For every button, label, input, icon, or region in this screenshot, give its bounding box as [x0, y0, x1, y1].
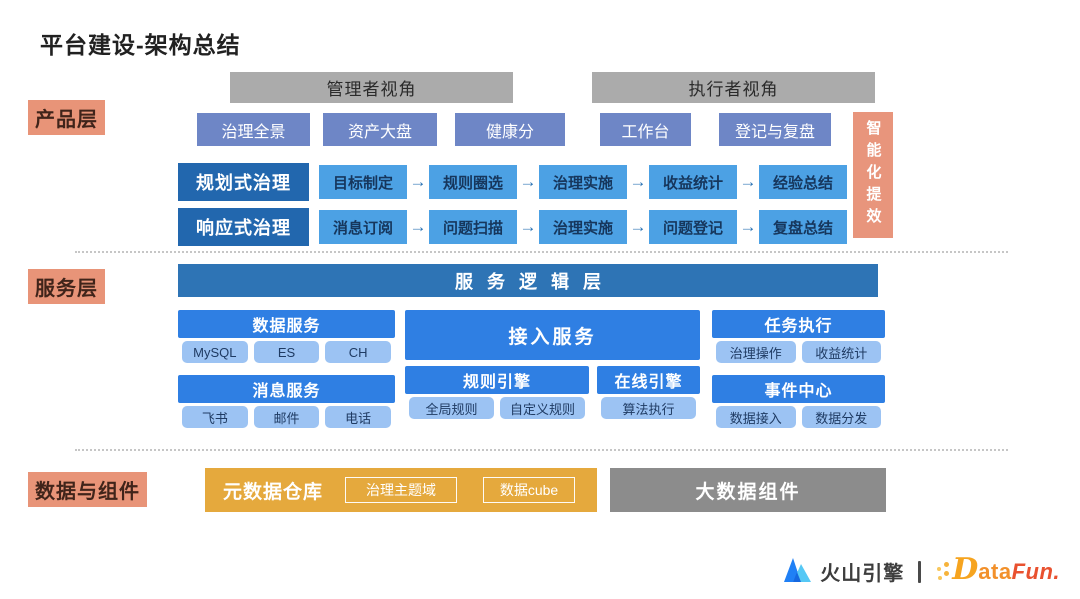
flow-step: 收益统计	[649, 165, 737, 199]
datafun-logo-text: Fun.	[1011, 559, 1060, 584]
arrow-right-icon: →	[739, 172, 757, 191]
service-logic-bar: 服务逻辑层	[178, 264, 878, 297]
chip-row: 飞书 邮件 电话	[178, 406, 395, 428]
group-data-service: 数据服务 MySQL ES CH	[178, 310, 395, 363]
services-column-middle: 接入服务 规则引擎 全局规则 自定义规则 在线引擎 算法执行	[405, 310, 700, 428]
chip-data-ingest: 数据接入	[716, 406, 796, 428]
chip-row: 算法执行	[597, 397, 700, 419]
group-title: 事件中心	[712, 375, 885, 403]
flow-step: 问题扫描	[429, 210, 517, 244]
group-access-service: 接入服务	[405, 310, 700, 360]
group-rule-engine: 规则引擎 全局规则 自定义规则	[405, 366, 589, 419]
arrow-right-icon: →	[629, 172, 647, 191]
group-task-execution: 任务执行 治理操作 收益统计	[712, 310, 885, 363]
perspective-manager: 管理者视角	[230, 72, 513, 103]
data-layer-label: 数据与组件	[28, 472, 147, 507]
chip-ch: CH	[325, 341, 392, 363]
flow-step: 复盘总结	[759, 210, 847, 244]
chip-mysql: MySQL	[182, 341, 248, 363]
arrow-right-icon: →	[409, 217, 427, 236]
chip-row: 数据接入 数据分发	[712, 406, 885, 428]
flow-step: 治理实施	[539, 165, 627, 199]
flow-planned-governance: 规划式治理 目标制定 → 规则圈选 → 治理实施 → 收益统计 → 经验总结	[178, 163, 847, 201]
arrow-right-icon: →	[739, 217, 757, 236]
group-title: 任务执行	[712, 310, 885, 338]
datafun-logo-text: ata	[978, 559, 1012, 584]
app-workbench: 工作台	[600, 113, 691, 146]
metadata-warehouse-box: 元数据仓库 治理主题域 数据cube	[205, 468, 597, 512]
chip-row: MySQL ES CH	[178, 341, 395, 363]
group-title: 消息服务	[178, 375, 395, 403]
divider	[75, 251, 1008, 253]
intelligent-efficiency-box: 智能化提效	[853, 112, 893, 238]
flow-step: 问题登记	[649, 210, 737, 244]
app-register-review: 登记与复盘	[719, 113, 831, 146]
chip-row: 全局规则 自定义规则	[405, 397, 589, 419]
chip-custom-rules: 自定义规则	[500, 397, 585, 419]
flow-step: 消息订阅	[319, 210, 407, 244]
group-event-center: 事件中心 数据接入 数据分发	[712, 375, 885, 428]
group-title: 数据服务	[178, 310, 395, 338]
chip-feishu: 飞书	[182, 406, 248, 428]
arrow-right-icon: →	[409, 172, 427, 191]
group-message-service: 消息服务 飞书 邮件 电话	[178, 375, 395, 428]
chip-row: 治理操作 收益统计	[712, 341, 885, 363]
datafun-dots-icon	[935, 560, 951, 584]
chip-email: 邮件	[253, 406, 320, 428]
arrow-right-icon: →	[519, 172, 537, 191]
chip-global-rules: 全局规则	[409, 397, 494, 419]
volcano-engine-icon	[783, 555, 813, 588]
metadata-warehouse-title: 元数据仓库	[223, 481, 324, 503]
flow-step: 经验总结	[759, 165, 847, 199]
app-health-score: 健康分	[455, 113, 565, 146]
flow-step: 治理实施	[539, 210, 627, 244]
chip-governance-ops: 治理操作	[716, 341, 796, 363]
chip-data-cube: 数据cube	[483, 477, 576, 503]
service-layer-label: 服务层	[28, 269, 105, 304]
flow-name-responsive: 响应式治理	[178, 208, 309, 246]
divider	[75, 449, 1008, 451]
flow-name-planned: 规划式治理	[178, 163, 309, 201]
chip-es: ES	[253, 341, 320, 363]
separator	[918, 560, 922, 583]
services-column-left: 数据服务 MySQL ES CH 消息服务 飞书 邮件 电话	[178, 310, 395, 428]
product-layer-label: 产品层	[28, 100, 105, 135]
arrow-right-icon: →	[629, 217, 647, 236]
group-title: 规则引擎	[405, 366, 589, 394]
app-governance-panorama: 治理全景	[197, 113, 310, 146]
perspective-executor: 执行者视角	[592, 72, 875, 103]
engine-row: 规则引擎 全局规则 自定义规则 在线引擎 算法执行	[405, 366, 700, 419]
flow-step: 规则圈选	[429, 165, 517, 199]
chip-algorithm-exec: 算法执行	[601, 397, 696, 419]
services-grid: 数据服务 MySQL ES CH 消息服务 飞书 邮件 电话 接入服务	[178, 310, 885, 428]
datafun-logo-text: D	[952, 552, 979, 587]
product-apps-row: 治理全景 资产大盘 健康分 工作台 登记与复盘	[197, 113, 831, 146]
flow-step: 目标制定	[319, 165, 407, 199]
group-title: 在线引擎	[597, 366, 700, 394]
chip-data-dispatch: 数据分发	[801, 406, 881, 428]
services-column-right: 任务执行 治理操作 收益统计 事件中心 数据接入 数据分发	[712, 310, 885, 428]
group-online-engine: 在线引擎 算法执行	[597, 366, 700, 419]
page-title: 平台建设-架构总结	[40, 32, 241, 58]
footer-logos: 火山引擎 D ata Fun.	[783, 555, 1060, 588]
app-asset-dashboard: 资产大盘	[323, 113, 437, 146]
chip-governance-domain: 治理主题域	[345, 477, 458, 503]
datafun-logo: D ata Fun.	[935, 552, 1060, 587]
chip-phone: 电话	[325, 406, 392, 428]
volcano-engine-logo-text: 火山引擎	[820, 563, 905, 585]
bigdata-components-box: 大数据组件	[610, 468, 886, 512]
arrow-right-icon: →	[519, 217, 537, 236]
flow-responsive-governance: 响应式治理 消息订阅 → 问题扫描 → 治理实施 → 问题登记 → 复盘总结	[178, 208, 847, 246]
chip-revenue-stats: 收益统计	[801, 341, 881, 363]
